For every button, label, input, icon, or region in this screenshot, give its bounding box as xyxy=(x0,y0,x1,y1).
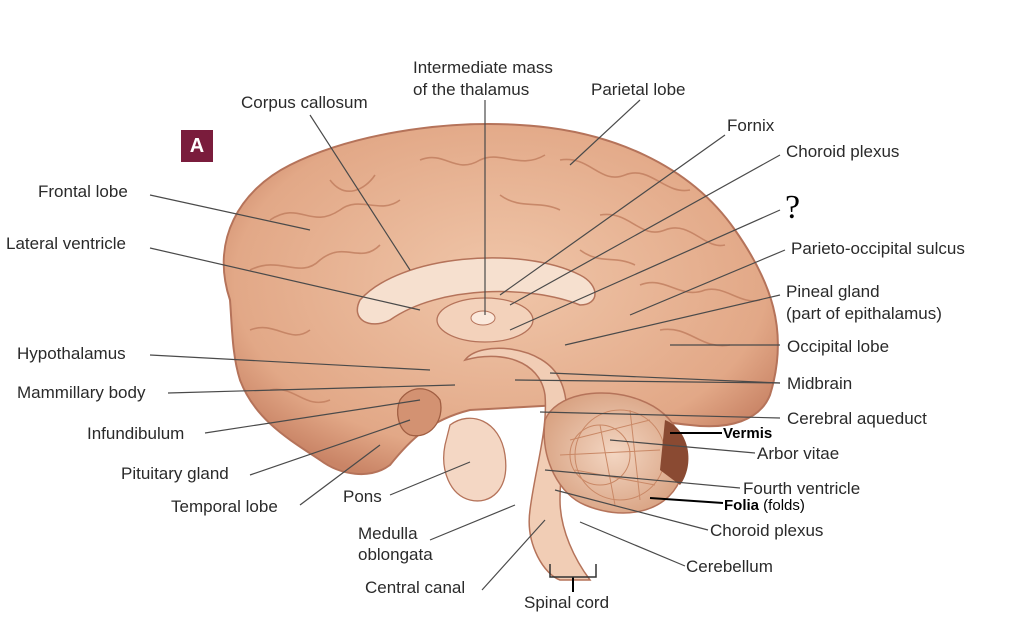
label-pons: Pons xyxy=(343,487,382,506)
label-fourth-ventricle: Fourth ventricle xyxy=(743,479,861,498)
label-vermis: Vermis xyxy=(723,425,773,442)
label-mammillary-body: Mammillary body xyxy=(17,383,146,402)
label-choroid-plexus-top: Choroid plexus xyxy=(786,142,900,161)
label-fornix: Fornix xyxy=(727,116,775,135)
label-arbor-vitae: Arbor vitae xyxy=(757,444,840,463)
label-folia: Folia (folds) xyxy=(724,496,805,516)
leader-lines xyxy=(149,99,786,592)
pons-shape xyxy=(443,417,507,502)
panel-letter-badge: A xyxy=(181,130,213,162)
label-central-canal: Central canal xyxy=(365,578,466,597)
spinal-cord-bracket xyxy=(549,564,597,578)
label-pineal-gland-line2: (part of epithalamus) xyxy=(786,304,942,323)
label-medulla-oblongata: Medulla xyxy=(358,524,418,543)
pituitary-shape xyxy=(397,388,442,437)
label-question-mark: ? xyxy=(785,189,801,226)
label-spinal-cord: Spinal cord xyxy=(524,593,610,612)
label-occipital-lobe: Occipital lobe xyxy=(787,337,890,356)
label-temporal-lobe: Temporal lobe xyxy=(171,497,278,516)
gyri-texture xyxy=(249,154,761,403)
label-lateral-ventricle: Lateral ventricle xyxy=(6,234,127,253)
label-intermediate-mass-line2: of the thalamus xyxy=(413,80,530,99)
label-choroid-plexus-bottom: Choroid plexus xyxy=(710,521,824,540)
label-medulla-oblongata-line2: oblongata xyxy=(358,545,433,564)
label-pineal-gland: Pineal gland xyxy=(786,282,880,301)
label-midbrain: Midbrain xyxy=(787,374,853,393)
vermis-dark xyxy=(660,420,689,485)
corpus-callosum-shape xyxy=(356,257,596,325)
label-folia-rest: (folds) xyxy=(759,497,805,514)
label-cerebellum: Cerebellum xyxy=(686,557,773,576)
label-hypothalamus: Hypothalamus xyxy=(17,344,126,363)
label-intermediate-mass: Intermediate mass xyxy=(413,58,553,77)
label-pituitary-gland: Pituitary gland xyxy=(121,464,229,483)
label-folia-bold: Folia xyxy=(724,497,760,514)
label-frontal-lobe: Frontal lobe xyxy=(38,182,128,201)
intermediate-mass-shape xyxy=(470,310,496,326)
label-cerebral-aqueduct: Cerebral aqueduct xyxy=(787,409,927,428)
label-parieto-occipital-sulcus: Parieto-occipital sulcus xyxy=(791,239,965,258)
label-parietal-lobe: Parietal lobe xyxy=(591,80,686,99)
label-corpus-callosum: Corpus callosum xyxy=(241,93,368,112)
label-infundibulum: Infundibulum xyxy=(87,424,185,443)
